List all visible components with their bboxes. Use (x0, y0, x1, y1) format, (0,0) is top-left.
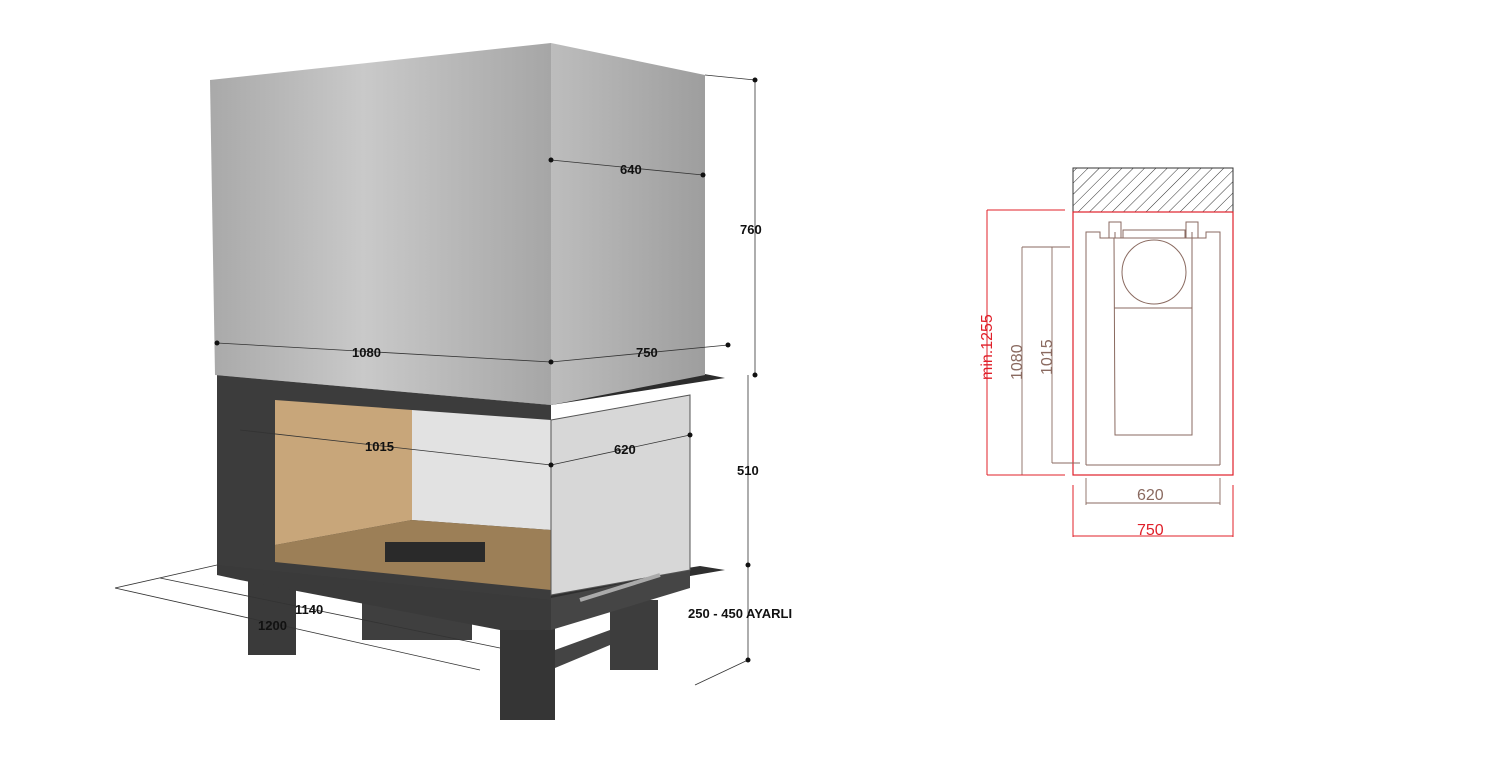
firebox-glass-back (412, 410, 551, 530)
label-hood-depth: 640 (620, 162, 642, 177)
outer-outline (1072, 211, 1234, 476)
top-plate (217, 372, 725, 405)
label-width-front: 1080 (352, 345, 381, 360)
plan-view: min.1255 1080 1015 620 750 (979, 167, 1234, 539)
label-outer-length: 1080 (1009, 344, 1026, 380)
label-firebox-height: 510 (737, 463, 759, 478)
leg-right (610, 600, 658, 670)
label-outer-width: 750 (1137, 522, 1164, 539)
grate (385, 542, 485, 562)
label-leg-adjust: 250 - 450 AYARLI (688, 606, 792, 621)
firebox-glass-side (550, 394, 691, 596)
wall-hatch (1072, 167, 1234, 213)
firebox-back-brick (275, 400, 412, 545)
leg-crossbar (555, 630, 610, 668)
dimension-points-3d (214, 77, 758, 663)
dimension-labels-3d: 640 760 1080 750 1015 620 510 1140 1200 … (258, 162, 792, 633)
label-glass-width: 1015 (365, 439, 394, 454)
label-inner-width: 620 (1137, 487, 1164, 504)
dimension-lines-3d (114, 74, 756, 686)
label-inner-length: 1015 (1039, 339, 1056, 375)
fireplace-3d-model (210, 43, 725, 720)
handle-bar (579, 573, 661, 602)
hood-front (210, 43, 551, 405)
label-min-depth: min.1255 (979, 314, 996, 380)
label-hood-height: 760 (740, 222, 762, 237)
label-base-outer: 1200 (258, 618, 287, 633)
leg-front (500, 620, 555, 720)
base-frame-side (551, 570, 690, 630)
label-base-inner: 1140 (295, 602, 323, 617)
label-depth-side: 750 (636, 345, 658, 360)
label-glass-side: 620 (614, 442, 636, 457)
hood-side (551, 43, 705, 405)
